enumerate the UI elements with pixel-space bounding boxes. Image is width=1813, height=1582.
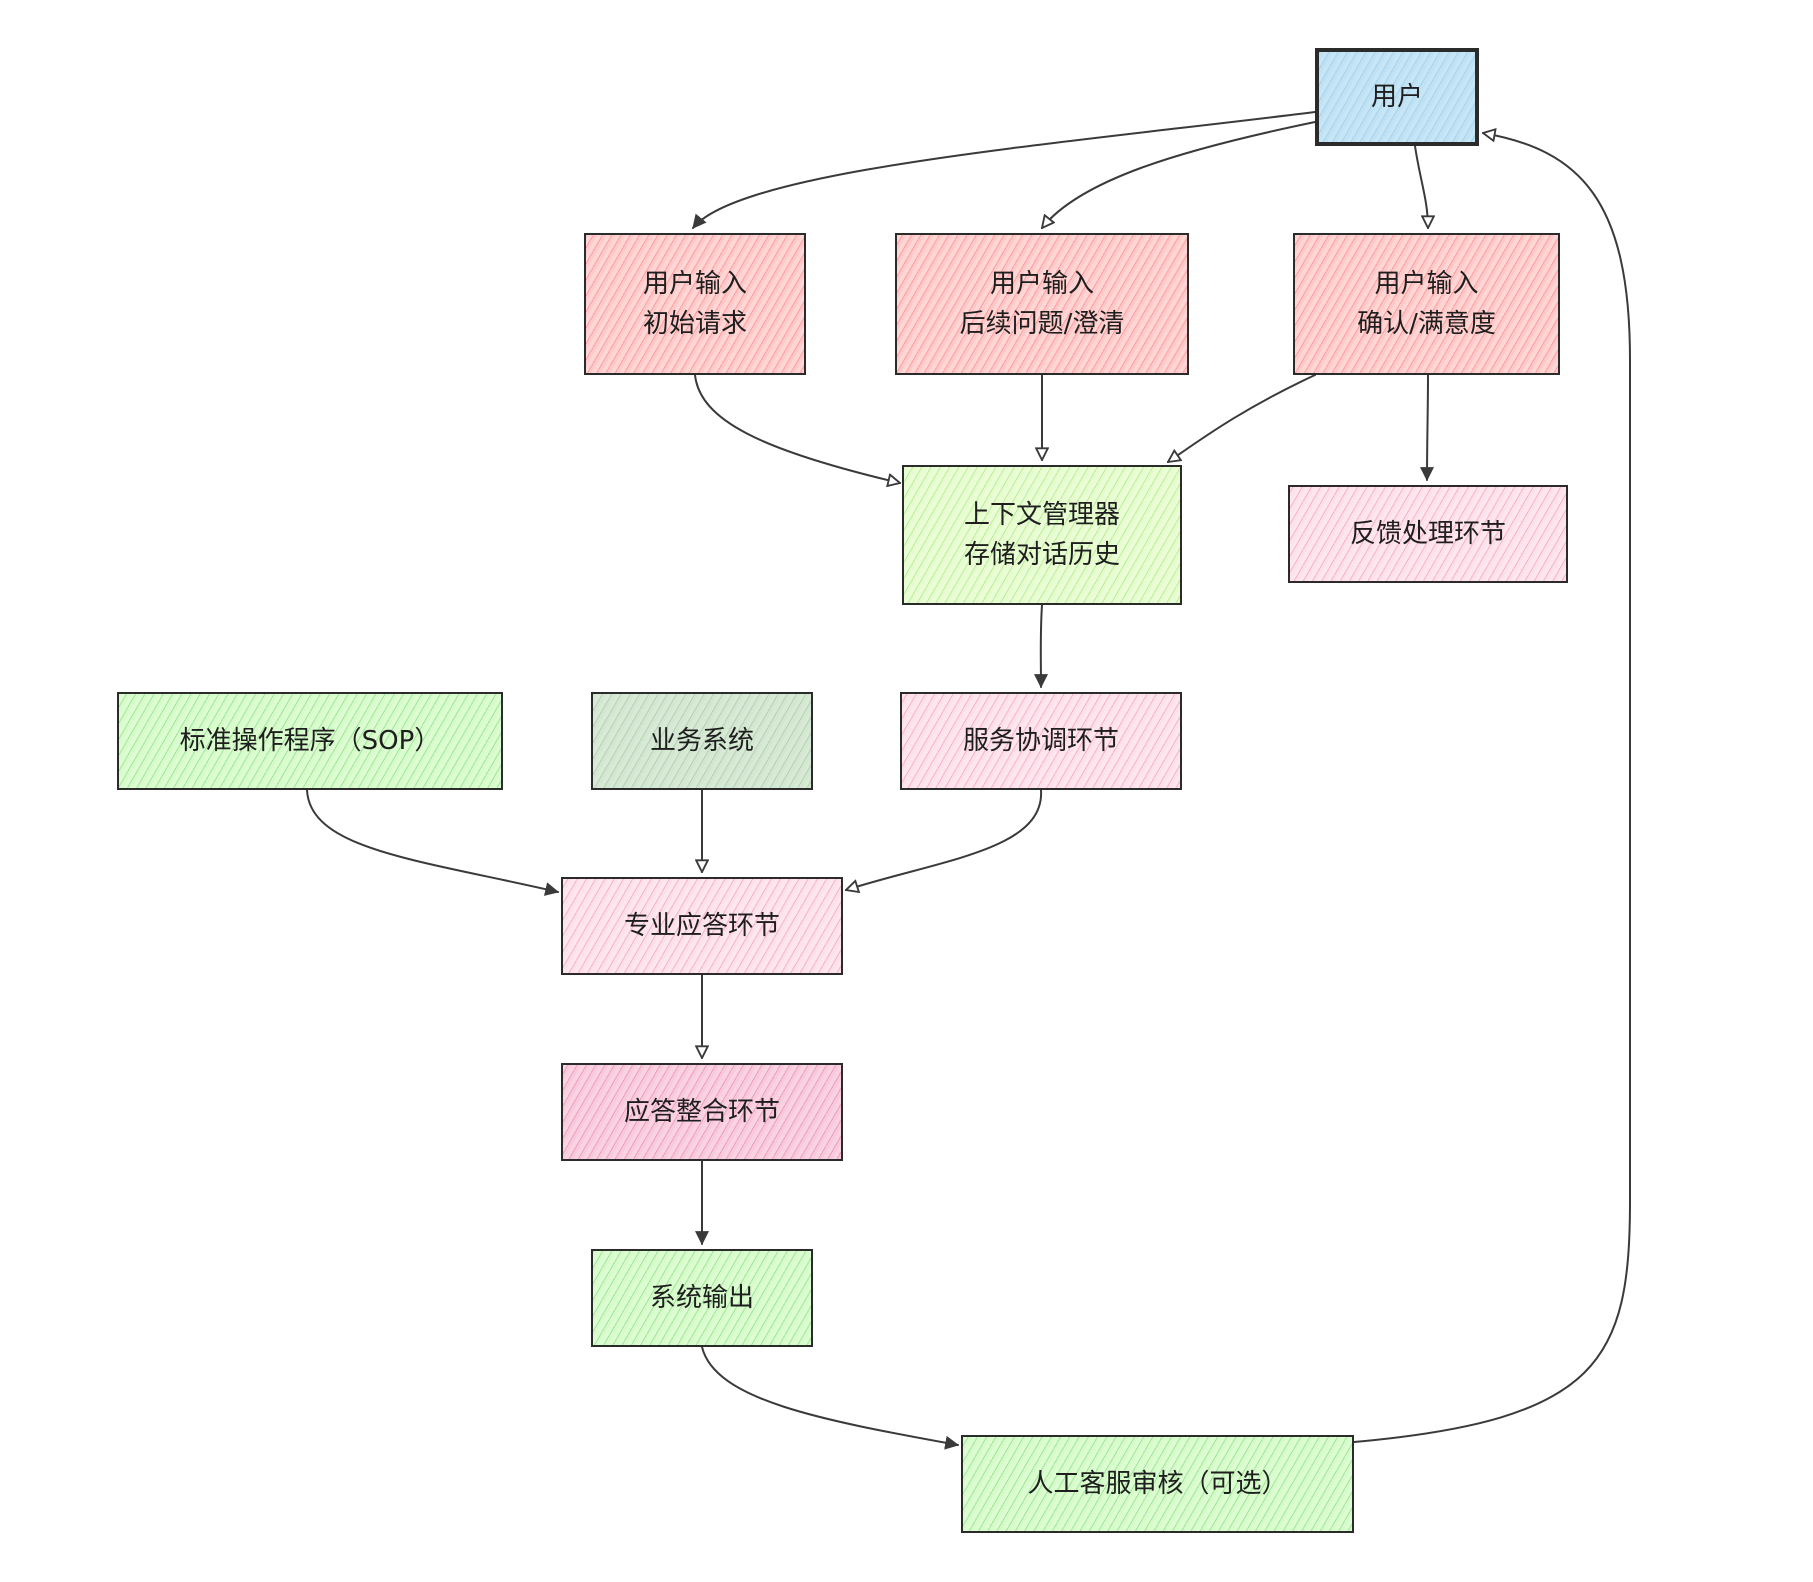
node-business[interactable]: 业务系统 [591,692,813,790]
node-sop[interactable]: 标准操作程序（SOP） [117,692,503,790]
node-human-review[interactable]: 人工客服审核（可选） [961,1435,1354,1533]
edge-human-review-to-user [1353,133,1631,1443]
node-sop-label: 标准操作程序（SOP） [179,725,441,756]
node-input-followup[interactable]: 用户输入 后续问题/澄清 [895,233,1189,375]
node-input-initial[interactable]: 用户输入 初始请求 [584,233,806,375]
edge-user-to-input-initial [692,111,1316,229]
node-coordination-label: 服务协调环节 [962,725,1119,756]
node-professional-label: 专业应答环节 [623,910,780,941]
node-feedback-label: 反馈处理环节 [1349,518,1506,549]
edge-sop-to-professional [306,789,560,896]
node-input-followup-label: 用户输入 后续问题/澄清 [959,268,1125,339]
edge-input-confirm-to-feedback [1420,374,1435,482]
node-input-confirm[interactable]: 用户输入 确认/满意度 [1293,233,1560,375]
edge-output-to-human-review [701,1346,960,1450]
node-context-manager-label: 上下文管理器 存储对话历史 [963,499,1120,570]
edge-coordination-to-professional [846,789,1043,890]
edge-user-to-input-followup [1042,121,1316,228]
edge-input-confirm-to-context-manager [1168,374,1316,462]
node-user-label: 用户 [1370,81,1423,112]
node-professional[interactable]: 专业应答环节 [561,877,843,975]
node-input-confirm-label: 用户输入 确认/满意度 [1357,268,1496,339]
edge-user-to-input-confirm [1414,145,1428,228]
node-output-label: 系统输出 [649,1282,754,1313]
node-human-review-label: 人工客服审核（可选） [1027,1468,1288,1499]
edge-context-manager-to-coordination [1033,604,1048,689]
node-user[interactable]: 用户 [1315,48,1479,146]
node-coordination[interactable]: 服务协调环节 [900,692,1182,790]
node-integration-label: 应答整合环节 [623,1096,780,1127]
edge-input-initial-to-context-manager [694,374,900,483]
node-integration[interactable]: 应答整合环节 [561,1063,843,1161]
node-context-manager[interactable]: 上下文管理器 存储对话历史 [902,465,1182,605]
node-input-initial-label: 用户输入 初始请求 [642,268,747,339]
node-business-label: 业务系统 [649,725,754,756]
node-feedback[interactable]: 反馈处理环节 [1288,485,1568,583]
node-output[interactable]: 系统输出 [591,1249,813,1347]
